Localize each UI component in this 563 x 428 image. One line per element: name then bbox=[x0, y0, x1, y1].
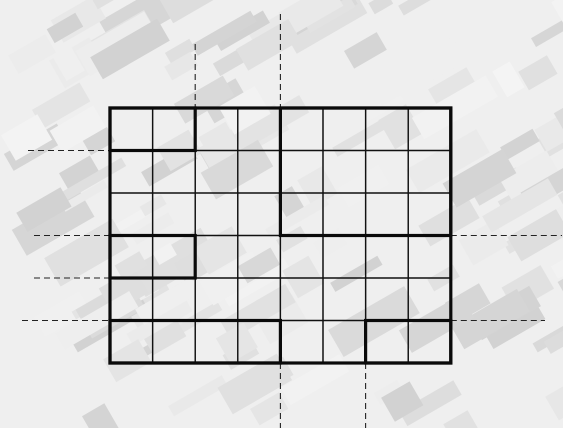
grid-cell bbox=[195, 321, 238, 364]
grid-cell bbox=[110, 321, 153, 364]
grid-cell bbox=[280, 236, 323, 279]
grid-cell bbox=[153, 236, 196, 279]
grid-cell bbox=[408, 278, 451, 321]
grid-cell bbox=[280, 321, 323, 364]
grid-cell bbox=[153, 108, 196, 151]
grid-cell bbox=[110, 236, 153, 279]
grid-cell bbox=[366, 108, 409, 151]
grid-cell bbox=[238, 236, 281, 279]
grid-cell bbox=[366, 151, 409, 194]
grid-cell bbox=[110, 151, 153, 194]
grid-cell bbox=[110, 278, 153, 321]
grid-cell bbox=[408, 108, 451, 151]
grid-cell bbox=[408, 321, 451, 364]
cut-lines bbox=[22, 14, 562, 428]
grid-cell bbox=[195, 151, 238, 194]
grid-cell bbox=[366, 321, 409, 364]
grid-cell bbox=[153, 278, 196, 321]
grid-cell bbox=[238, 108, 281, 151]
grid-cell bbox=[366, 193, 409, 236]
grid-cell bbox=[366, 278, 409, 321]
grid-cell bbox=[153, 193, 196, 236]
grid-cell bbox=[153, 321, 196, 364]
grid-cell bbox=[408, 151, 451, 194]
grid-cell bbox=[280, 193, 323, 236]
grid-cell bbox=[195, 193, 238, 236]
grid-cell bbox=[195, 236, 238, 279]
grid-cell bbox=[280, 151, 323, 194]
grid-cell bbox=[195, 108, 238, 151]
grid-cell bbox=[323, 321, 366, 364]
grid-cell bbox=[110, 108, 153, 151]
grid-cell bbox=[238, 193, 281, 236]
grid-cell bbox=[323, 151, 366, 194]
grid-cell bbox=[323, 236, 366, 279]
grid-cell bbox=[323, 193, 366, 236]
grid-cell bbox=[195, 278, 238, 321]
grid-cell bbox=[408, 193, 451, 236]
grid-cell bbox=[280, 108, 323, 151]
grid-cell bbox=[366, 236, 409, 279]
grid-cell bbox=[408, 236, 451, 279]
grid-cell bbox=[153, 151, 196, 194]
highlighted-blocks bbox=[110, 108, 451, 363]
grid-cell bbox=[238, 278, 281, 321]
grid-cell bbox=[280, 278, 323, 321]
grid-cell bbox=[238, 321, 281, 364]
grid-cell bbox=[110, 193, 153, 236]
grid-cell bbox=[323, 278, 366, 321]
grid-cell bbox=[323, 108, 366, 151]
grid-cell bbox=[238, 151, 281, 194]
